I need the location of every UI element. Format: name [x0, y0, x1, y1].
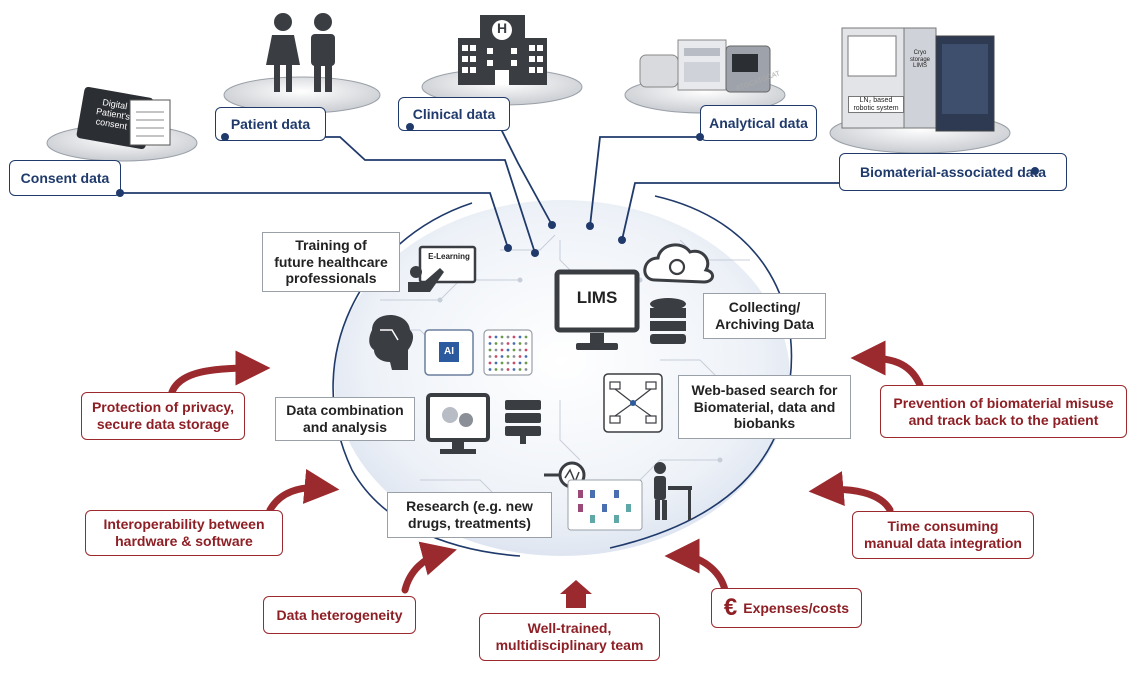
- label-biomaterial-data: Biomaterial-associated data: [839, 153, 1067, 191]
- matrix-dot: [512, 348, 516, 352]
- matrix-dot: [488, 348, 492, 352]
- dot-center-1: [504, 244, 512, 252]
- matrix-dot: [518, 355, 522, 358]
- matrix-dot: [518, 342, 522, 345]
- cryo-storage-icon: [841, 27, 995, 132]
- ai-label: AI: [444, 346, 454, 357]
- dot-biomaterial: [1031, 167, 1039, 175]
- matrix-dot: [524, 335, 528, 339]
- matrix-dot: [494, 361, 498, 365]
- matrix-dot: [518, 348, 522, 352]
- consent-tablet-icon: [76, 86, 171, 150]
- label-research: Research (e.g. new drugs, treatments): [387, 492, 552, 538]
- lims-monitor-icon: [554, 269, 640, 350]
- matrix-dot: [488, 342, 492, 345]
- matrix-dot: [524, 342, 528, 345]
- label-privacy: Protection of privacy, secure data stora…: [81, 392, 245, 440]
- cloud-sync-icon: [643, 243, 714, 284]
- e-learning-icon: [408, 245, 477, 292]
- dot-clinical: [406, 123, 414, 131]
- euro-icon: €: [723, 593, 738, 621]
- matrix-dot: [524, 368, 528, 371]
- brain-head-icon: [369, 315, 414, 370]
- matrix-dot: [518, 368, 522, 371]
- matrix-dot: [512, 368, 516, 371]
- robotic-label: LN₂ based robotic system: [848, 96, 904, 114]
- population-chart-icon: [567, 479, 643, 531]
- matrix-dot: [500, 342, 504, 345]
- label-misuse: Prevention of biomaterial misuse and tra…: [880, 385, 1127, 438]
- matrix-dot: [506, 335, 510, 339]
- label-clinical-data: Clinical data: [398, 97, 510, 131]
- matrix-dot: [488, 361, 492, 365]
- hospital-letter: H: [496, 20, 508, 36]
- cryo-label: Cryo storage LIMS: [909, 50, 930, 70]
- matrix-dot: [500, 348, 504, 352]
- label-training: Training of future healthcare profession…: [262, 232, 400, 292]
- matrix-dot: [494, 335, 498, 339]
- dot-center-2: [531, 249, 539, 257]
- dot-center-3: [548, 221, 556, 229]
- matrix-dot: [500, 368, 504, 371]
- matrix-dot: [506, 348, 510, 352]
- matrix-dot: [506, 355, 510, 358]
- matrix-dot: [512, 335, 516, 339]
- server-rack-icon: [505, 400, 541, 444]
- dot-consent: [116, 189, 124, 197]
- dot-center-5: [618, 236, 626, 244]
- patient-people-icon: [266, 13, 335, 92]
- analysis-monitor-icon: [426, 393, 490, 454]
- label-collecting: Collecting/ Archiving Data: [703, 293, 826, 339]
- label-interoperability: Interoperability between hardware & soft…: [85, 510, 283, 556]
- label-consent-data: Consent data: [9, 160, 121, 196]
- matrix-dot: [500, 335, 504, 339]
- matrix-dot: [512, 361, 516, 365]
- label-heterogeneity: Data heterogeneity: [263, 596, 416, 634]
- challenge-arrows: [168, 340, 924, 594]
- matrix-dot: [500, 361, 504, 365]
- label-patient-data: Patient data: [215, 107, 326, 141]
- dot-matrix-icon: [483, 329, 533, 376]
- matrix-dot: [518, 361, 522, 365]
- matrix-dot: [506, 361, 510, 365]
- network-search-icon: [603, 373, 663, 433]
- label-analytical-data: Analytical data: [700, 105, 817, 141]
- label-team: Well-trained, multidisciplinary team: [479, 613, 660, 661]
- matrix-dot: [500, 355, 504, 358]
- matrix-dot: [488, 368, 492, 371]
- label-time: Time consuming manual data integration: [852, 511, 1034, 559]
- expenses-text: Expenses/costs: [743, 599, 850, 616]
- matrix-dot: [524, 348, 528, 352]
- matrix-dot: [506, 368, 510, 371]
- matrix-dot: [494, 342, 498, 345]
- matrix-dot: [524, 355, 528, 358]
- ai-chip-icon: [424, 329, 474, 376]
- dot-center-4: [586, 222, 594, 230]
- lims-label: LIMS: [576, 288, 618, 307]
- matrix-dot: [506, 342, 510, 345]
- label-web-search: Web-based search for Biomaterial, data a…: [678, 375, 851, 439]
- matrix-dot: [494, 348, 498, 352]
- matrix-dot: [488, 335, 492, 339]
- matrix-dot: [524, 361, 528, 365]
- lab-instruments-icon: [639, 39, 771, 93]
- matrix-dot: [518, 335, 522, 339]
- label-combination: Data combination and analysis: [275, 397, 415, 441]
- scientist-icon: [654, 462, 692, 520]
- matrix-dot: [494, 368, 498, 371]
- elearning-label: E-Learning: [428, 252, 470, 261]
- dot-patient: [221, 133, 229, 141]
- label-expenses: € Expenses/costs: [711, 588, 862, 628]
- matrix-dot: [512, 355, 516, 358]
- matrix-dot: [512, 342, 516, 345]
- matrix-dot: [488, 355, 492, 358]
- matrix-dot: [494, 355, 498, 358]
- dot-analytical: [696, 133, 704, 141]
- hospital-icon: [458, 15, 547, 85]
- database-icon: [650, 298, 686, 344]
- team-up-arrow: [560, 580, 592, 608]
- central-oval: [334, 200, 790, 556]
